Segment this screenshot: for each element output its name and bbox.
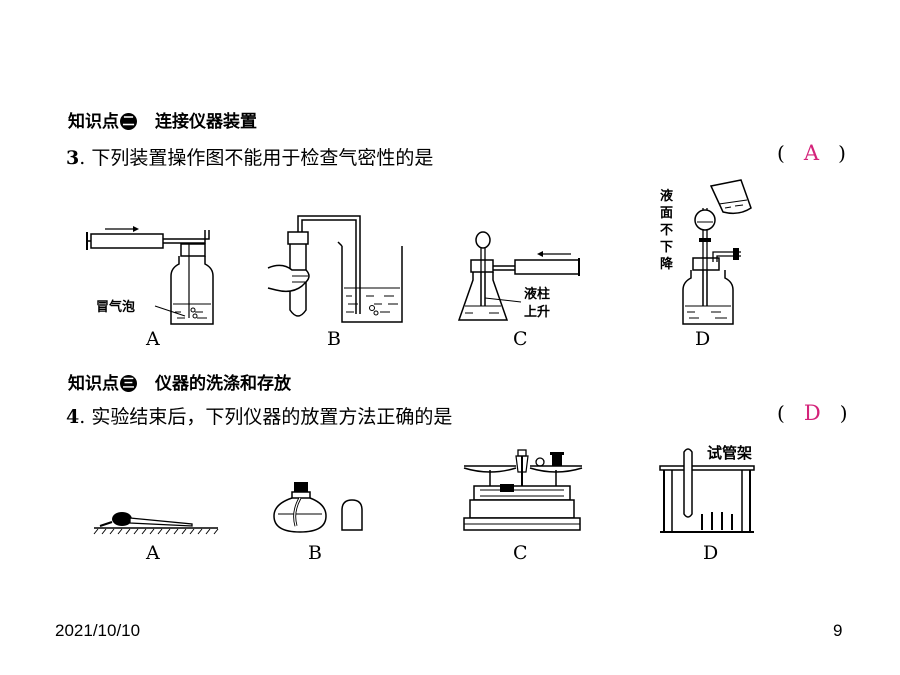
section-badge: 三 [120, 375, 137, 392]
option-label-a: A [146, 328, 160, 350]
question-text: . 下列装置操作图不能用于检查气密性的是 [79, 147, 434, 169]
figure-3a-syringe-bottle [86, 226, 214, 325]
section-title: 连接仪器装置 [155, 112, 257, 132]
annotation-bubbles: 冒气泡 [96, 300, 136, 315]
figure-4a-dropper-on-table [93, 512, 219, 535]
figure-4b-alcohol-lamp [273, 482, 363, 533]
figure-3d-separatory-funnel-bottle [682, 179, 752, 325]
option-label-d: D [695, 328, 711, 350]
annotation-char: 降 [660, 257, 674, 272]
answer-bracket-3: ( A ) [777, 141, 846, 165]
section-heading-2: 知识点二 连接仪器装置 [68, 107, 257, 132]
question-3: 3. 下列装置操作图不能用于检查气密性的是 [66, 143, 433, 170]
annotation-test-tube-rack: 试管架 [707, 444, 753, 462]
section-prefix: 知识点 [68, 374, 119, 394]
option-label-b: B [308, 542, 322, 564]
annotation-char: 面 [660, 206, 674, 221]
annotation-line-2: 上升 [524, 305, 551, 320]
annotation-line-1: 液柱 [524, 287, 551, 302]
annotation-char: 液 [660, 189, 674, 204]
annotation-char: 下 [660, 240, 674, 255]
question-text: . 实验结束后，下列仪器的放置方法正确的是 [79, 406, 453, 428]
question-number: 4 [66, 406, 80, 428]
answer-letter: D [803, 401, 821, 425]
section-badge: 二 [120, 113, 137, 130]
option-label-d: D [703, 542, 719, 564]
annotation-level-not-drop: 液 面 不 下 降 [660, 188, 676, 273]
answer-bracket-4: ( D ) [777, 401, 848, 425]
question-number: 3 [66, 147, 80, 169]
option-label-c: C [513, 328, 528, 350]
page-number: 9 [833, 621, 843, 640]
figure-4c-balance [463, 449, 583, 531]
answer-letter: A [803, 141, 820, 165]
section-prefix: 知识点 [68, 112, 119, 132]
figure-4d-test-tube-rack [659, 448, 755, 533]
question-4: 4. 实验结束后，下列仪器的放置方法正确的是 [66, 402, 452, 429]
figure-3c-flask-syringe [457, 231, 580, 321]
annotation-liquid-column-rise: 液柱 上升 [524, 286, 550, 322]
annotation-char: 不 [660, 223, 674, 238]
section-heading-3: 知识点三 仪器的洗涤和存放 [68, 369, 291, 394]
figure-3b-test-tube-beaker [267, 215, 403, 323]
option-label-b: B [327, 328, 341, 350]
option-label-a: A [146, 542, 160, 564]
section-title: 仪器的洗涤和存放 [155, 374, 291, 394]
option-label-c: C [513, 542, 528, 564]
footer-date: 2021/10/10 [55, 621, 141, 640]
